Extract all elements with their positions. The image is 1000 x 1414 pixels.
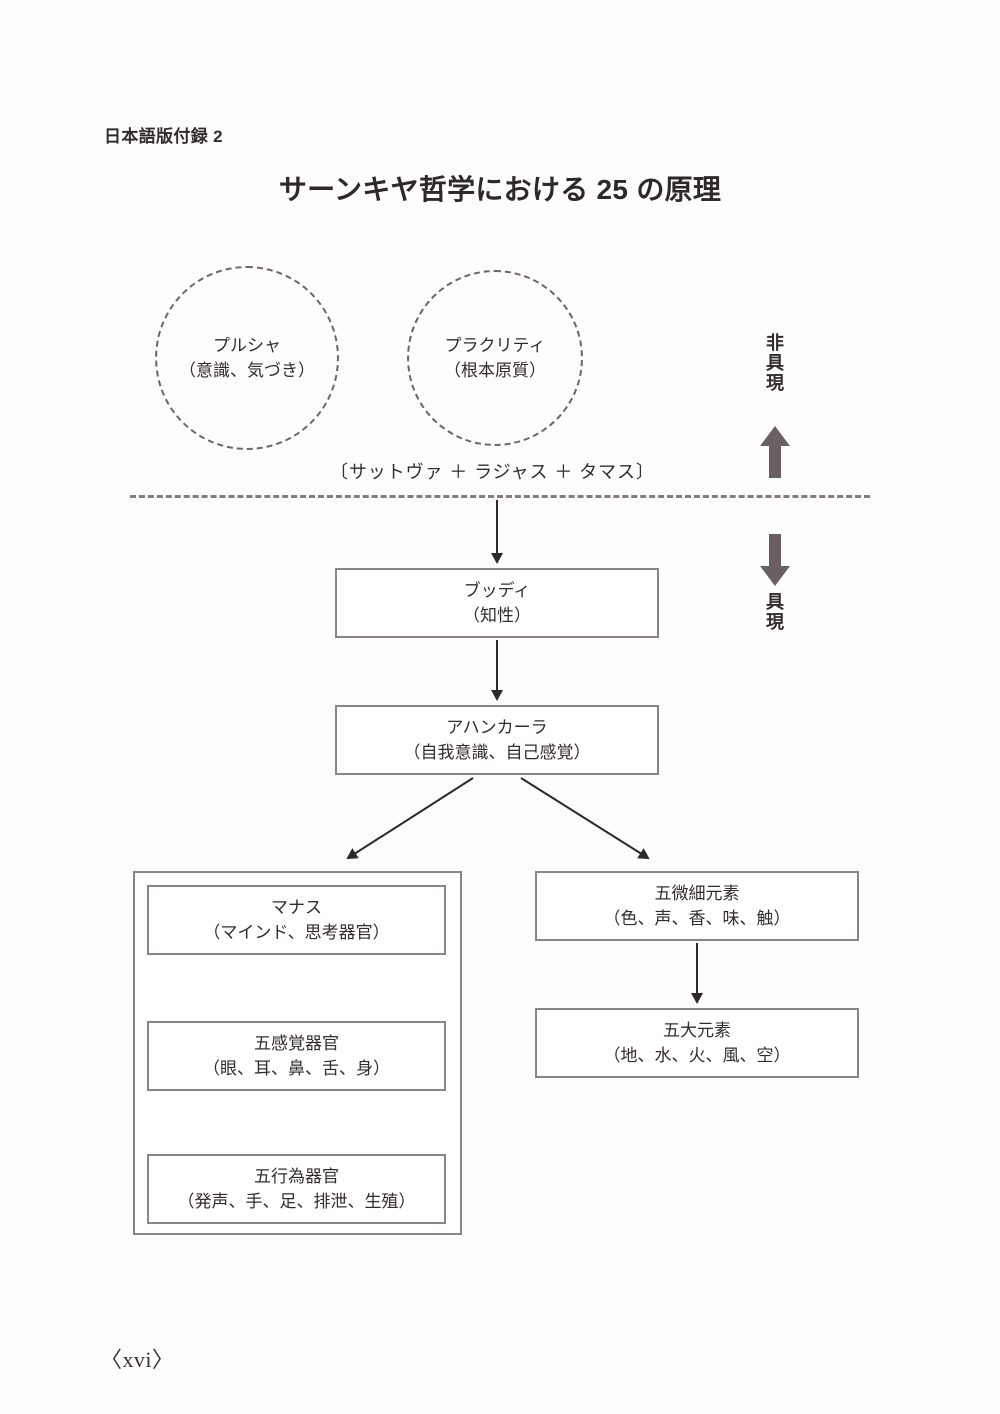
node-five-action-organs-title: 五行為器官 — [254, 1166, 339, 1186]
node-five-sense-organs: 五感覚器官 （眼、耳、鼻、舌、身） — [147, 1021, 446, 1091]
node-ahamkara-subtitle: （自我意識、自己感覚） — [403, 743, 591, 762]
page-number: 〈xvi〉 — [100, 1347, 175, 1372]
arrow-up-icon — [760, 426, 790, 478]
node-five-sense-organs-subtitle: （眼、耳、鼻、舌、身） — [203, 1059, 390, 1078]
node-five-great-elements-subtitle: （地、水、火、風、空） — [603, 1046, 791, 1065]
node-five-action-organs-subtitle: （発声、手、足、排泄、生殖） — [177, 1192, 416, 1211]
node-prakriti-title: プラクリティ — [444, 335, 546, 355]
node-buddhi-title: ブッディ — [463, 580, 531, 600]
node-five-sense-organs-title: 五感覚器官 — [254, 1033, 339, 1053]
node-manas-title: マナス — [271, 897, 322, 917]
node-five-action-organs: 五行為器官 （発声、手、足、排泄、生殖） — [147, 1154, 446, 1224]
manifest-label: 具現 — [766, 592, 784, 633]
unmanifest-label: 非具現 — [766, 333, 784, 394]
node-prakriti: プラクリティ （根本原質） — [407, 270, 583, 446]
node-five-subtle-elements-subtitle: （色、声、香、味、触） — [603, 909, 791, 928]
node-five-great-elements: 五大元素 （地、水、火、風、空） — [535, 1008, 859, 1078]
appendix-label: 日本語版付録 2 — [104, 127, 223, 146]
gunas-label: 〔サットヴァ ＋ ラジャス ＋ タマス〕 — [330, 462, 655, 482]
node-manas: マナス （マインド、思考器官） — [147, 885, 446, 955]
node-purusha: プルシャ （意識、気づき） — [155, 266, 339, 450]
node-purusha-title: プルシャ — [213, 335, 281, 355]
node-five-subtle-elements-title: 五微細元素 — [654, 883, 740, 903]
arrow-down-icon — [760, 534, 790, 586]
node-prakriti-subtitle: （根本原質） — [444, 361, 546, 380]
node-manas-subtitle: （マインド、思考器官） — [203, 923, 390, 942]
node-five-subtle-elements: 五微細元素 （色、声、香、味、触） — [535, 871, 859, 941]
manifest-divider-line — [130, 495, 870, 498]
node-buddhi-subtitle: （知性） — [463, 606, 531, 625]
node-ahamkara: アハンカーラ （自我意識、自己感覚） — [335, 705, 659, 775]
page-title: サーンキヤ哲学における 25 の原理 — [278, 174, 722, 205]
node-purusha-subtitle: （意識、気づき） — [179, 361, 315, 380]
node-buddhi: ブッディ （知性） — [335, 568, 659, 638]
node-ahamkara-title: アハンカーラ — [446, 717, 548, 737]
node-five-great-elements-title: 五大元素 — [663, 1020, 731, 1040]
